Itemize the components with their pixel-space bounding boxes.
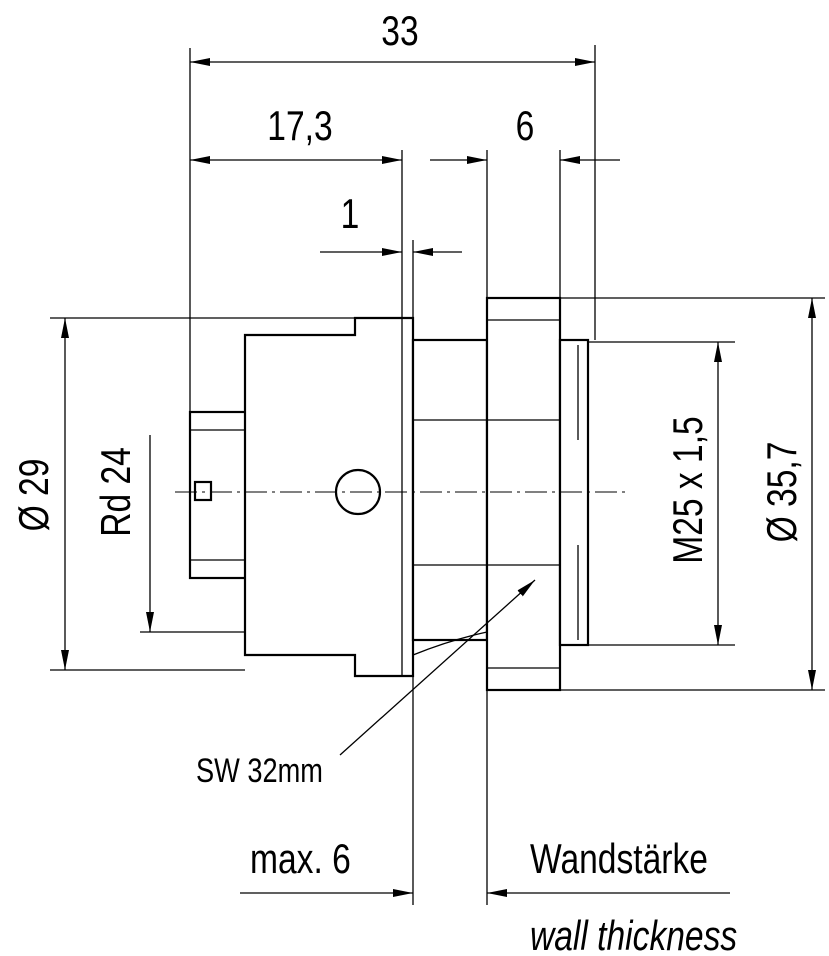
- svg-text:SW 32mm: SW 32mm: [196, 751, 323, 790]
- dimension-6: 6: [430, 104, 620, 164]
- wall-thickness-dimension: max. 6 Wandstärke wall thickness: [240, 837, 737, 956]
- svg-text:max. 6: max. 6: [250, 837, 351, 883]
- wrench-size-callout: SW 32mm: [196, 579, 536, 790]
- svg-text:Ø 35,7: Ø 35,7: [760, 442, 806, 543]
- hex-nut: [485, 296, 562, 692]
- svg-text:17,3: 17,3: [267, 104, 332, 150]
- dimension-17-3: 17,3: [190, 104, 402, 164]
- dimension-diameter-35-7: Ø 35,7: [760, 298, 816, 690]
- wall-label-de: Wandstärke: [530, 837, 708, 883]
- dimension-33: 33: [190, 9, 595, 66]
- connector-body: [175, 296, 630, 692]
- dimension-1: 1: [320, 192, 462, 256]
- dimension-rd-24: Rd 24: [94, 435, 154, 632]
- svg-text:33: 33: [381, 9, 418, 55]
- svg-text:1: 1: [341, 192, 360, 238]
- wall-label-en: wall thickness: [530, 914, 737, 956]
- svg-text:Ø 29: Ø 29: [12, 459, 58, 532]
- dimension-diameter-29: Ø 29: [12, 318, 69, 670]
- svg-text:Rd 24: Rd 24: [94, 447, 140, 537]
- extension-lines: [50, 45, 825, 905]
- svg-text:6: 6: [516, 104, 535, 150]
- dimension-m25: M25 x 1,5: [666, 342, 722, 645]
- svg-text:M25 x 1,5: M25 x 1,5: [666, 416, 712, 563]
